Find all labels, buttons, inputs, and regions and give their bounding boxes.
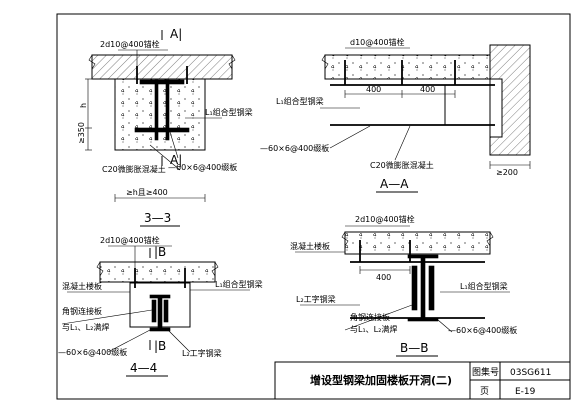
beam-label-33: L₁组合型钢梁	[205, 107, 253, 117]
section-title-44: 4—4	[130, 361, 157, 375]
view-a-a: d10@400锚栓 400 400 L₁组合型钢梁 —60×6@400缀板 C2…	[260, 37, 531, 193]
dim-h-33: h	[79, 103, 88, 108]
anchor-label-aa: d10@400锚栓	[350, 37, 405, 47]
weld-label-44: 与L₁、L₂满焊	[62, 322, 109, 332]
slab-label-44: 混凝土楼板	[62, 281, 102, 291]
view-4-4: |B |B 2d10@400锚栓 混凝土楼板 L₁组合型钢梁 角钢连接板 与L₁…	[58, 235, 263, 377]
section-title-33: 3—3	[144, 211, 171, 225]
conn-plate-label-bb: 角钢连接板	[350, 312, 390, 322]
cut-mark-b-top: |B	[154, 245, 166, 259]
weld-label-bb: 与L₁、L₂满焊	[350, 324, 397, 334]
atlas-number: 03SG611	[510, 368, 551, 378]
view-b-b: 2d10@400锚栓 混凝土楼板 400 L₁组合型钢梁 L₂工字钢梁 角钢连接…	[290, 214, 517, 357]
anchor-label-44: 2d10@400锚栓	[100, 235, 160, 245]
view-3-3: A| A| 2d10@400锚栓 L₁组合型钢梁 C20微膨胀混凝土 —60×6…	[77, 27, 253, 227]
cut-mark-a-top: A|	[170, 27, 182, 41]
page-label: 页	[480, 386, 489, 397]
plate-label-33: —60×6@400缀板	[168, 162, 237, 172]
ibeam-label-44: L₂工字钢梁	[182, 348, 222, 358]
cut-mark-a-bottom: A|	[170, 153, 182, 167]
dim-bb: 400	[376, 273, 391, 282]
slab-label-bb: 混凝土楼板	[290, 241, 330, 251]
dim-aa-2: 400	[420, 85, 435, 94]
cut-mark-b-bottom: |B	[154, 339, 166, 353]
page-number: E-19	[515, 387, 536, 397]
anchor-label-33: 2d10@400锚栓	[100, 39, 160, 49]
dim-min-33: ≥350	[77, 122, 86, 144]
title-block: 增设型钢梁加固楼板开洞(二) 图集号 03SG611 页 E-19	[274, 361, 571, 400]
dim-width-33: ≥h且≥400	[126, 188, 168, 197]
concrete-label-33: C20微膨胀混凝土	[102, 164, 166, 174]
section-title-bb: B—B	[400, 341, 428, 355]
dim-aa-1: 400	[366, 85, 381, 94]
concrete-label-aa: C20微膨胀混凝土	[370, 160, 434, 170]
section-title-aa: A—A	[380, 177, 409, 191]
conn-plate-label-44: 角钢连接板	[62, 306, 102, 316]
dim-min-aa: ≥200	[496, 168, 518, 177]
beam-label-bb: L₁组合型钢梁	[460, 281, 508, 291]
anchor-label-bb: 2d10@400锚栓	[355, 214, 415, 224]
plate-label-44: —60×6@400缀板	[58, 347, 127, 357]
beam-label-44: L₁组合型钢梁	[215, 279, 263, 289]
plate-label-bb: —60×6@400缀板	[448, 325, 517, 335]
plate-label-aa: —60×6@400缀板	[260, 143, 329, 153]
sheet-title: 增设型钢梁加固楼板开洞(二)	[310, 373, 452, 387]
ibeam-label-bb: L₂工字钢梁	[296, 294, 336, 304]
beam-label-aa: L₁组合型钢梁	[276, 96, 324, 106]
atlas-label: 图集号	[472, 366, 499, 378]
